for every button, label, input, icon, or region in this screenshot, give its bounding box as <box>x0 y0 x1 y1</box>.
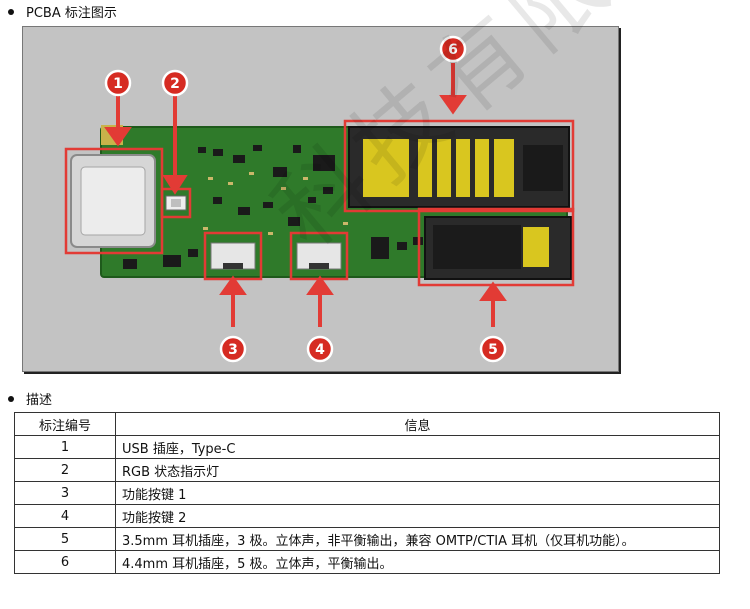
table-row: 4 功能按键 2 <box>14 504 720 528</box>
bullet-icon <box>8 395 14 402</box>
table-row: 5 3.5mm 耳机插座，3 极。立体声，非平衡输出，兼容 OMTP/CTIA … <box>14 527 720 551</box>
row-info: USB 插座，Type-C <box>115 435 720 459</box>
section-heading-pcba: PCBA 标注图示 <box>8 2 117 21</box>
bullet-icon <box>8 8 14 15</box>
marker-5-label: 5 <box>488 342 498 358</box>
row-number: 6 <box>14 550 116 574</box>
marker-5 <box>479 335 507 363</box>
marker-group: 1 2 3 4 5 6 <box>104 35 507 363</box>
marker-4 <box>306 335 334 363</box>
table-row: 6 4.4mm 耳机插座，5 极。立体声，平衡输出。 <box>14 550 720 574</box>
row-number: 4 <box>14 504 116 528</box>
table-row: 2 RGB 状态指示灯 <box>14 458 720 482</box>
marker-2-label: 2 <box>170 76 180 92</box>
row-info: 3.5mm 耳机插座，3 极。立体声，非平衡输出，兼容 OMTP/CTIA 耳机… <box>115 527 720 551</box>
section-heading-description: 描述 <box>8 389 52 408</box>
marker-6-label: 6 <box>448 42 458 58</box>
section-title: PCBA 标注图示 <box>26 6 117 21</box>
table-row: 3 功能按键 1 <box>14 481 720 505</box>
description-table: 标注编号 信息 1 USB 插座，Type-C 2 RGB 状态指示灯 3 功能… <box>14 412 720 574</box>
section-title: 描述 <box>26 393 53 408</box>
marker-3-label: 3 <box>228 342 238 358</box>
table-header-row: 标注编号 信息 <box>14 412 720 436</box>
row-number: 5 <box>14 527 116 551</box>
highlight-5 <box>417 207 575 287</box>
header-info: 信息 <box>115 412 720 436</box>
row-info: 功能按键 1 <box>115 481 720 505</box>
header-marker-number: 标注编号 <box>14 412 116 436</box>
pcba-diagram: 1 2 3 4 5 6 <box>64 35 575 363</box>
row-info: 4.4mm 耳机插座，5 极。立体声，平衡输出。 <box>115 550 720 574</box>
row-number: 2 <box>14 458 116 482</box>
marker-1 <box>104 69 132 97</box>
row-info: 功能按键 2 <box>115 504 720 528</box>
row-number: 3 <box>14 481 116 505</box>
marker-6 <box>439 35 467 63</box>
marker-3 <box>219 335 247 363</box>
table-row: 1 USB 插座，Type-C <box>14 435 720 459</box>
marker-1-label: 1 <box>113 76 123 92</box>
pcba-figure: 1 2 3 4 5 6 <box>22 26 619 372</box>
marker-2 <box>161 69 189 97</box>
marker-4-label: 4 <box>315 342 325 358</box>
highlight-6 <box>343 119 575 213</box>
row-number: 1 <box>14 435 116 459</box>
row-info: RGB 状态指示灯 <box>115 458 720 482</box>
